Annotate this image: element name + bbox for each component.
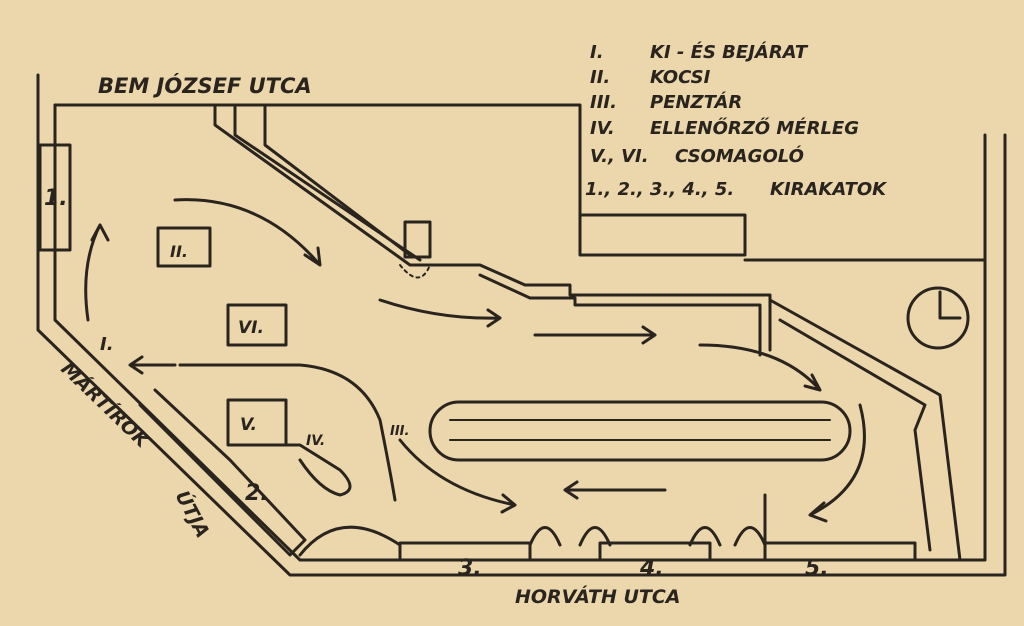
walls [36, 73, 1007, 577]
legend-label: ELLENŐRZŐ MÉRLEG [650, 117, 859, 139]
arch [298, 525, 402, 562]
window-4 [598, 541, 712, 562]
window-3-label: 3. [458, 556, 482, 581]
legend-label: KOCSI [650, 67, 711, 88]
legend-key: V., VI. [590, 146, 649, 167]
pack-vi-label: VI. [238, 318, 264, 338]
window-4-label: 4. [639, 556, 664, 581]
flow-arrows [84, 198, 866, 523]
street-north-label: BEM JÓZSEF UTCA [98, 73, 312, 98]
window-2-label: 2. [245, 481, 269, 506]
scale-shape [228, 443, 352, 497]
legend-label: CSOMAGOLÓ [675, 145, 804, 167]
legend-key: I. [590, 42, 604, 63]
window-2 [138, 388, 307, 557]
cart-box [156, 226, 212, 268]
legend-key: II. [590, 67, 610, 88]
window-5 [763, 541, 917, 562]
window-5-label: 5. [805, 556, 829, 581]
window-3 [398, 541, 532, 562]
legend-key: IV. [590, 118, 615, 139]
pack-vi-box [226, 303, 288, 347]
cashier-label: III. [390, 424, 409, 439]
clock-icon [906, 286, 970, 350]
window-1 [38, 143, 72, 252]
counter [428, 400, 852, 462]
legend-label: KIRAKATOK [770, 179, 888, 200]
cart-label: II. [170, 242, 188, 261]
legend-key: 1., 2., 3., 4., 5. [585, 179, 734, 200]
legend: I. KI - ÉS BEJÁRAT II. KOCSI III. PENZTÁ… [585, 41, 888, 200]
scale-label: IV. [306, 433, 325, 449]
pack-v-label: V. [240, 415, 257, 435]
street-south-label: HORVÁTH UTCA [515, 585, 681, 608]
pack-v-box [226, 398, 288, 447]
legend-label: PENZTÁR [650, 91, 742, 113]
legend-label: KI - ÉS BEJÁRAT [650, 41, 809, 63]
entrance-label: I. [100, 334, 114, 355]
legend-key: III. [590, 92, 617, 113]
window-1-label: 1. [44, 186, 68, 211]
